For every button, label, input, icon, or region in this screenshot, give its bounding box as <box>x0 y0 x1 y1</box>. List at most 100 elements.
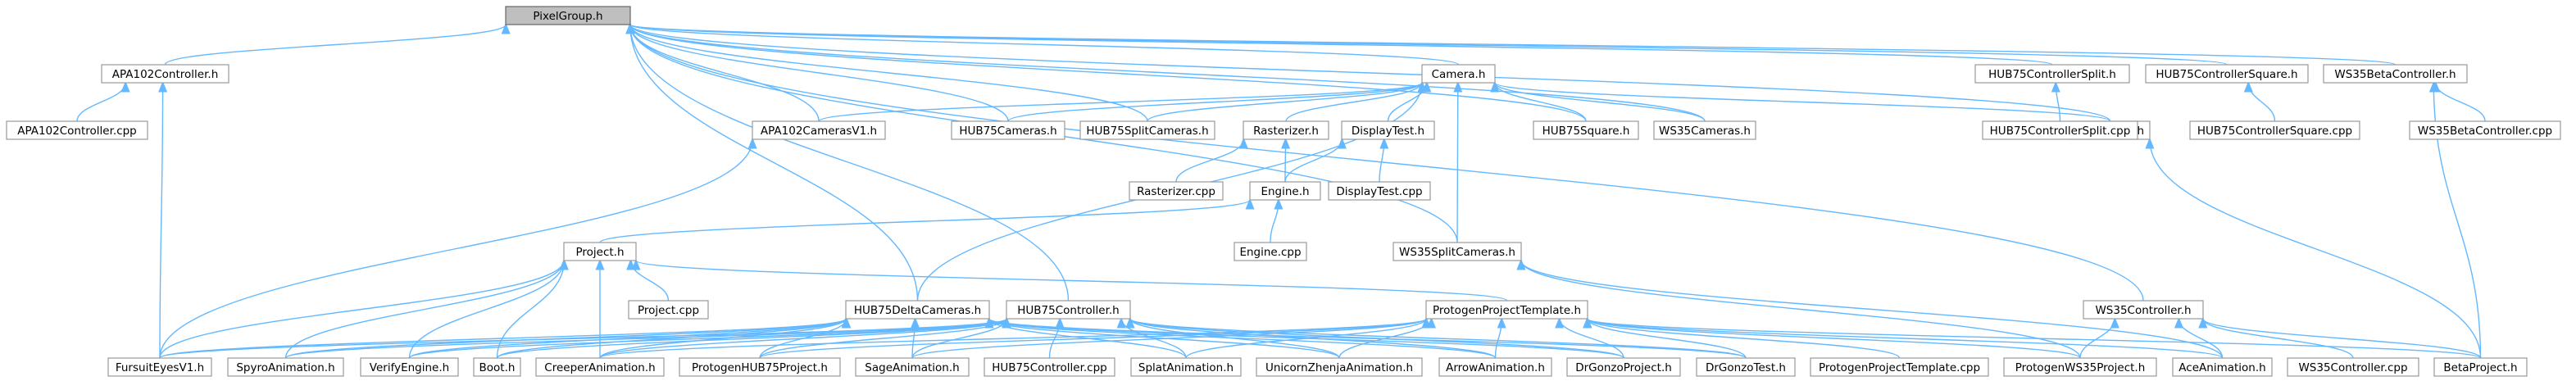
edge-drgonzoproject-h-to-protogenprojecttemplate-h <box>1560 319 1624 359</box>
node-box <box>951 120 1065 140</box>
edge-aceanimation-h-to-ws35controller-h <box>2178 319 2224 359</box>
node-label: DrGonzoProject.h <box>1575 361 1672 374</box>
node-box <box>1341 120 1435 140</box>
edge-arrowanimation-h-to-hub75deltacameras-h <box>989 319 1497 359</box>
node-spyroanimation-h[interactable]: SpyroAnimation.h <box>227 357 344 377</box>
node-apa102controller-cpp[interactable]: APA102Controller.cpp <box>6 120 148 140</box>
node-box <box>535 357 665 377</box>
node-hub75controllersplit-cpp[interactable]: HUB75ControllerSplit.cpp <box>1982 120 2138 140</box>
node-drgonzotest-h[interactable]: DrGonzoTest.h <box>1696 357 1796 377</box>
edge-hub75controller-cpp-to-hub75controller-h <box>1048 319 1061 359</box>
node-label: WS35SplitCameras.h <box>1399 246 1515 259</box>
node-project-cpp[interactable]: Project.cpp <box>628 300 709 320</box>
node-hub75cameras-h[interactable]: HUB75Cameras.h <box>951 120 1065 140</box>
node-label: ProtogenProjectTemplate.cpp <box>1819 361 1980 374</box>
node-box <box>2003 357 2157 377</box>
edge-sageanimation-h-to-hub75controller-h <box>911 319 1006 359</box>
node-box <box>2083 300 2204 320</box>
node-box <box>1392 242 1522 261</box>
node-label: ProtogenHUB75Project.h <box>692 361 828 374</box>
node-apa102controller-h[interactable]: APA102Controller.h <box>101 64 229 84</box>
node-label: DrGonzoTest.h <box>1706 361 1786 374</box>
node-splatanimation-h[interactable]: SplatAnimation.h <box>1130 357 1242 377</box>
node-aceanimation-h[interactable]: AceAnimation.h <box>2172 357 2273 377</box>
edge-hub75deltacameras-h-to-pixelgroup-h <box>630 25 919 302</box>
node-hub75controller-cpp[interactable]: HUB75Controller.cpp <box>984 357 1115 377</box>
node-unicornzhenjaanimation-h[interactable]: UnicornZhenjaAnimation.h <box>1256 357 1423 377</box>
node-ws35betacontroller-h[interactable]: WS35BetaController.h <box>2323 64 2468 84</box>
edges <box>76 25 2486 359</box>
node-pixelgroup-h[interactable]: PixelGroup.h <box>505 6 631 25</box>
node-label: HUB75DeltaCameras.h <box>854 304 981 317</box>
node-label: SpyroAnimation.h <box>236 361 334 374</box>
edge-ws35cameras-h-to-camera-h <box>1495 83 1706 122</box>
edge-ws35beta-h-to-camera-h <box>1495 83 2111 122</box>
node-box <box>505 6 631 25</box>
node-apa102camerasv1-h[interactable]: APA102CamerasV1.h <box>752 120 886 140</box>
edge-unicornzhenjaanimation-h-to-hub75controller-h <box>1130 319 1340 359</box>
node-hub75controller-h[interactable]: HUB75Controller.h <box>1006 300 1131 320</box>
node-verifyengine-h[interactable]: VerifyEngine.h <box>360 357 459 377</box>
edge-fursuiteyesv1-h-to-hub75controller-h <box>159 319 1006 359</box>
node-label: ArrowAnimation.h <box>1446 361 1545 374</box>
node-sageanimation-h[interactable]: SageAnimation.h <box>855 357 970 377</box>
edge-project-cpp-to-project-h <box>631 261 670 302</box>
node-protogenhub75project-h[interactable]: ProtogenHUB75Project.h <box>679 357 841 377</box>
node-box <box>1243 120 1329 140</box>
node-label: SplatAnimation.h <box>1138 361 1233 374</box>
node-hub75controllersquare-h[interactable]: HUB75ControllerSquare.h <box>2145 64 2309 84</box>
edge-protogenws35project-h-to-protogenprojecttemplate-h <box>1588 319 2081 359</box>
node-betaproject-h[interactable]: BetaProject.h <box>2433 357 2528 377</box>
node-arrowanimation-h[interactable]: ArrowAnimation.h <box>1438 357 1552 377</box>
node-hub75deltacameras-h[interactable]: HUB75DeltaCameras.h <box>845 300 990 320</box>
edge-protogenprojecttemplate-h-to-project-h <box>636 261 1508 302</box>
node-drgonzoproject-h[interactable]: DrGonzoProject.h <box>1566 357 1681 377</box>
node-box <box>1438 357 1552 377</box>
node-hub75splitcameras-h[interactable]: HUB75SplitCameras.h <box>1079 120 1215 140</box>
node-hub75controllersplit-h[interactable]: HUB75ControllerSplit.h <box>1974 64 2130 84</box>
node-ws35cameras-h[interactable]: WS35Cameras.h <box>1653 120 1756 140</box>
node-ws35splitcameras-h[interactable]: WS35SplitCameras.h <box>1392 242 1522 261</box>
edge-hub75square-h-to-pixelgroup-h <box>630 25 1587 122</box>
node-project-h[interactable]: Project.h <box>563 242 637 261</box>
node-box <box>1006 300 1131 320</box>
node-ws35controller-cpp[interactable]: WS35Controller.cpp <box>2287 357 2419 377</box>
node-ws35controller-h[interactable]: WS35Controller.h <box>2083 300 2204 320</box>
node-protogenprojecttemplate-h[interactable]: ProtogenProjectTemplate.h <box>1425 300 1588 320</box>
node-creeperanimation-h[interactable]: CreeperAnimation.h <box>535 357 665 377</box>
node-displaytest-cpp[interactable]: DisplayTest.cpp <box>1328 181 1431 201</box>
node-engine-cpp[interactable]: Engine.cpp <box>1233 242 1307 261</box>
node-label: DisplayTest.cpp <box>1336 185 1422 198</box>
node-hub75square-h[interactable]: HUB75Square.h <box>1533 120 1639 140</box>
node-label: APA102Controller.h <box>112 68 219 81</box>
node-protogenprojecttemplate-cpp[interactable]: ProtogenProjectTemplate.cpp <box>1810 357 1989 377</box>
edge-drgonzoproject-h-to-hub75controller-h <box>1130 319 1624 359</box>
node-label: PixelGroup.h <box>533 10 602 23</box>
node-label: WS35BetaController.cpp <box>2418 125 2552 138</box>
node-box <box>2323 64 2468 84</box>
edge-ws35splitcameras-h-to-camera-h <box>1457 83 1458 243</box>
node-engine-h[interactable]: Engine.h <box>1249 181 1321 201</box>
node-protogenws35project-h[interactable]: ProtogenWS35Project.h <box>2003 357 2157 377</box>
node-ws35betacontroller-cpp[interactable]: WS35BetaController.cpp <box>2409 120 2561 140</box>
node-label: HUB75ControllerSplit.cpp <box>1990 125 2131 138</box>
node-box <box>2433 357 2528 377</box>
node-label: Engine.cpp <box>1239 246 1301 259</box>
node-box <box>1566 357 1681 377</box>
node-box <box>1982 120 2138 140</box>
edge-sageanimation-h-to-protogenprojecttemplate-h <box>911 319 1426 359</box>
node-camera-h[interactable]: Camera.h <box>1421 64 1496 84</box>
node-fursuiteyesv1-h[interactable]: FursuitEyesV1.h <box>107 357 212 377</box>
node-displaytest-h[interactable]: DisplayTest.h <box>1341 120 1435 140</box>
node-hub75controllersquare-cpp[interactable]: HUB75ControllerSquare.cpp <box>2189 120 2360 140</box>
node-label: Rasterizer.h <box>1253 125 1319 138</box>
node-box <box>1328 181 1431 201</box>
node-rasterizer-h[interactable]: Rasterizer.h <box>1243 120 1329 140</box>
node-rasterizer-cpp[interactable]: Rasterizer.cpp <box>1129 181 1224 201</box>
node-label: WS35Controller.cpp <box>2298 361 2407 374</box>
node-box <box>679 357 841 377</box>
node-boot-h[interactable]: Boot.h <box>473 357 521 377</box>
edge-apa102controller-h-to-pixelgroup-h <box>164 25 507 66</box>
node-label: HUB75Square.h <box>1542 125 1630 138</box>
